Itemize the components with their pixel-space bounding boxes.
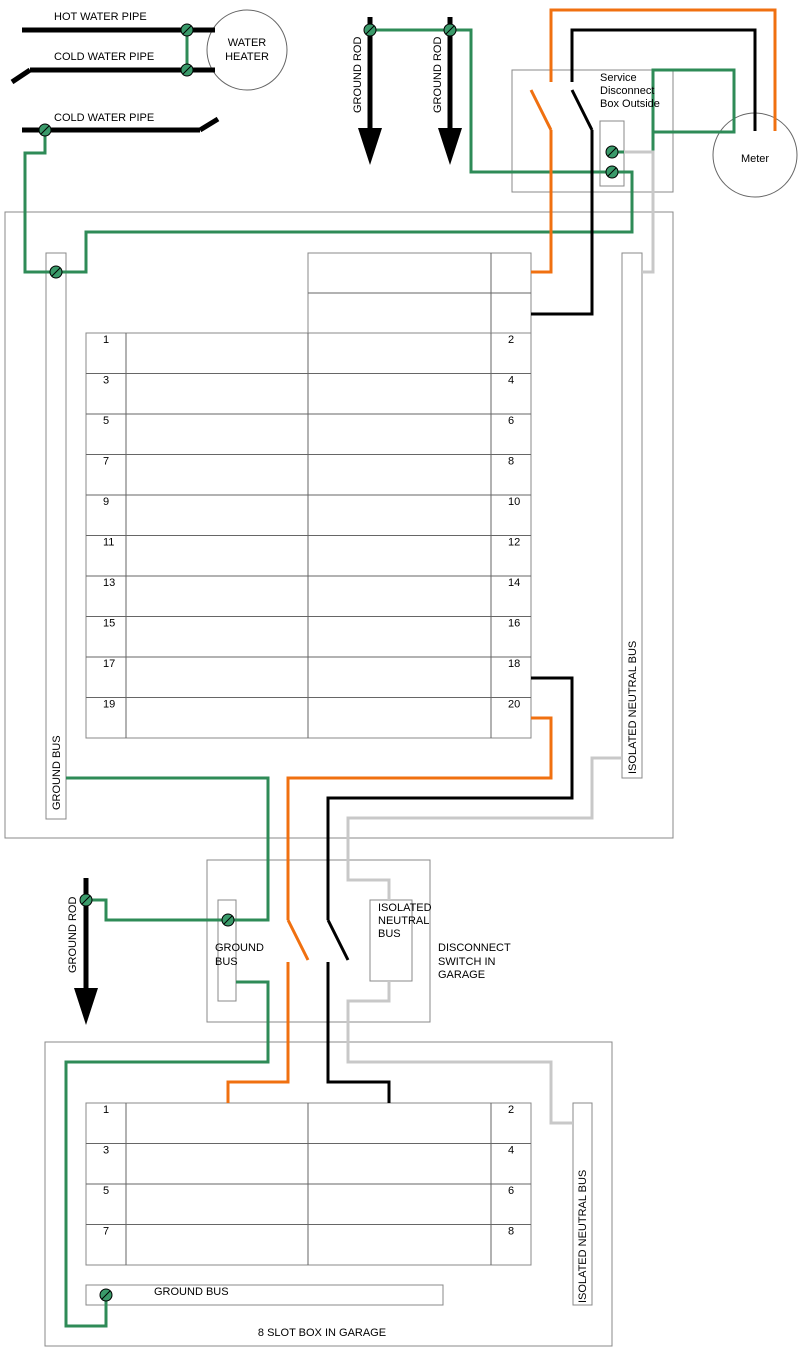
label-disconnect-switch-3: GARAGE: [438, 969, 485, 981]
label-disconnect-switch-2: SWITCH IN: [438, 956, 495, 968]
garage-switch-a: [286, 919, 310, 961]
hot-a-switch-to-garage: [226, 962, 290, 1103]
label-switch-neutral-2: NEUTRAL: [378, 915, 429, 927]
hot-b-switch-to-garage: [326, 962, 391, 1103]
breaker-slot-number-left: 7: [103, 456, 109, 468]
hot-a-main-to-switch: [286, 716, 553, 920]
ground-wire-main-bus: [56, 170, 634, 274]
label-ground-rod-1: GROUND ROD: [352, 37, 364, 113]
hot-b-main-to-switch: [326, 676, 574, 920]
service-switch-b: [570, 89, 594, 131]
garage-ground-bus-bar: [85, 1284, 444, 1306]
breaker-slot-number-right: 2: [508, 1104, 514, 1116]
label-cold-water-pipe-2: COLD WATER PIPE: [54, 112, 154, 124]
ground-wire-cold-pipe: [23, 130, 56, 274]
switch-ground-bus-bar: [217, 899, 237, 1002]
breaker-slot-number-right: 16: [508, 618, 520, 630]
switch-isolated-neutral-bus-bar: [369, 899, 413, 982]
breaker-slot-number-right: 8: [508, 1226, 514, 1238]
label-service-disconnect-2: Disconnect: [600, 85, 654, 97]
label-ground-rod-2: GROUND ROD: [432, 37, 444, 113]
main-panel-box: [4, 211, 674, 839]
breaker-slot-number-left: 3: [103, 375, 109, 387]
label-switch-neutral-1: ISOLATED: [378, 902, 432, 914]
label-disconnect-switch-1: DISCONNECT: [438, 942, 511, 954]
ground-wire-garage-rod: [86, 898, 228, 922]
breaker-slot-number-left: 3: [103, 1145, 109, 1157]
breaker-slot-number-right: 10: [508, 496, 520, 508]
main-isolated-neutral-bus-bar: [621, 252, 643, 779]
water-heater-circle: [206, 9, 288, 91]
ground-wire-ground-rods: [370, 28, 612, 174]
label-switch-neutral-3: BUS: [378, 928, 401, 940]
breaker-slot-number-left: 19: [103, 699, 115, 711]
label-switch-ground-1: GROUND: [215, 942, 264, 954]
breaker-slot-number-right: 4: [508, 1145, 514, 1157]
breaker-slot-number-right: 8: [508, 456, 514, 468]
breaker-slot-number-right: 6: [508, 415, 514, 427]
hot-b-service-to-main: [531, 130, 594, 316]
breaker-slot-number-left: 9: [103, 496, 109, 508]
breaker-slot-number-left: 5: [103, 1185, 109, 1197]
neutral-switch-to-garage: [346, 981, 573, 1125]
label-water-heater-2: HEATER: [225, 51, 269, 63]
breaker-slot-number-left: 15: [103, 618, 115, 630]
label-main-ground-bus: GROUND BUS: [51, 735, 63, 810]
breaker-slot-number-right: 6: [508, 1185, 514, 1197]
breaker-slot-number-right: 20: [508, 699, 520, 711]
ground-wire-to-switch: [66, 776, 270, 922]
garage-isolated-neutral-bus-bar: [572, 1102, 593, 1306]
main-ground-bus-bar: [45, 252, 67, 820]
label-hot-water-pipe: HOT WATER PIPE: [54, 11, 147, 23]
label-water-heater-1: WATER: [228, 37, 267, 49]
label-garage-ground-bus: GROUND BUS: [154, 1286, 229, 1298]
breaker-slot-number-left: 7: [103, 1226, 109, 1238]
label-ground-rod-3: GROUND ROD: [67, 897, 79, 973]
breaker-slot-number-left: 17: [103, 658, 115, 670]
breaker-slot-number-left: 1: [103, 1104, 109, 1116]
breaker-slot-number-left: 5: [103, 415, 109, 427]
hot-b-meter-to-service: [570, 28, 757, 131]
terminals: [38, 23, 619, 1302]
ground-wire-garage-panel: [64, 980, 270, 1328]
breaker-slot-number-left: 11: [103, 537, 114, 549]
breaker-slot-number-right: 14: [508, 577, 520, 589]
label-garage-box: 8 SLOT BOX IN GARAGE: [258, 1327, 386, 1339]
label-meter: Meter: [741, 153, 769, 165]
label-garage-isolated-neutral-bus: ISOLATED NEUTRAL BUS: [577, 1170, 589, 1303]
hot-a-meter-to-service: [549, 8, 777, 131]
garage-disconnect-box: [206, 859, 431, 1023]
garage-switch-b: [326, 919, 350, 961]
breaker-slot-number-right: 2: [508, 334, 514, 346]
label-main-isolated-neutral-bus: ISOLATED NEUTRAL BUS: [627, 641, 639, 774]
label-cold-water-pipe-1: COLD WATER PIPE: [54, 51, 154, 63]
service-switch-a: [529, 89, 553, 131]
label-switch-ground-2: BUS: [215, 956, 238, 968]
breaker-slot-number-left: 13: [103, 577, 115, 589]
breaker-slot-number-right: 4: [508, 375, 514, 387]
hot-a-service-to-main: [531, 130, 553, 274]
neutral-main-to-switch: [346, 756, 622, 900]
breaker-slot-number-left: 1: [103, 334, 109, 346]
breaker-slot-number-right: 12: [508, 537, 520, 549]
garage-subpanel-box: [44, 1041, 613, 1347]
neutral-service-to-main: [624, 150, 655, 274]
label-service-disconnect-3: Box Outside: [600, 98, 660, 110]
breaker-slot-number-right: 18: [508, 658, 520, 670]
label-service-disconnect-1: Service: [600, 72, 637, 84]
